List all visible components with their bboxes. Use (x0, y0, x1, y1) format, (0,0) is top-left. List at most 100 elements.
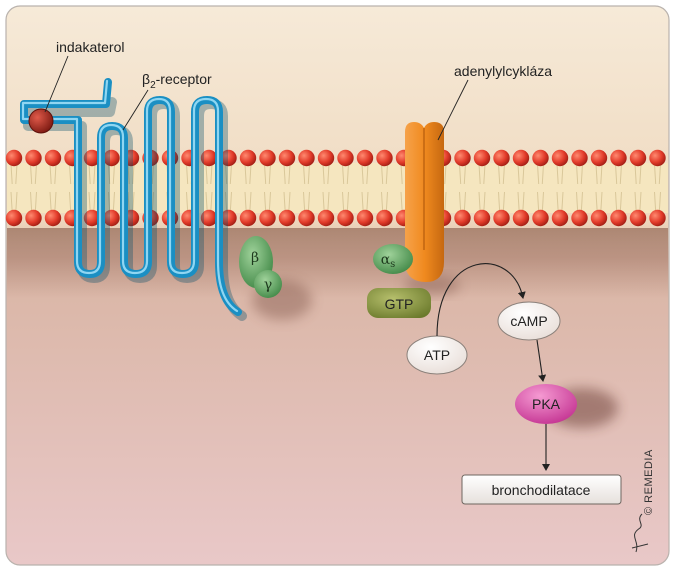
lipid-tail (10, 191, 13, 213)
outcome-box-shape (461, 474, 622, 505)
lipid-tail (483, 191, 486, 213)
lipid-head (473, 149, 491, 167)
lipid-tail (541, 191, 544, 213)
lipid-tail (444, 163, 447, 185)
pka-shape (515, 384, 577, 424)
lipid-head (649, 149, 666, 167)
lipid-tail (112, 163, 115, 185)
lipid-tail (151, 163, 154, 185)
lipid-head (83, 149, 101, 167)
lipid-head (220, 209, 237, 227)
lipid-tail (541, 163, 544, 185)
lipid-tail (54, 163, 57, 185)
camp-node: cAMP (497, 301, 561, 341)
lipid-tail (346, 191, 349, 213)
lipid-tail (288, 191, 291, 213)
camp-to-pka-arrow (536, 339, 547, 382)
gtp-label: GTP (385, 296, 414, 312)
lipid-tail (444, 191, 447, 213)
gtp-node: GTP (367, 288, 431, 318)
pka-label: PKA (532, 396, 561, 412)
lipid-tail (303, 191, 306, 213)
lipid-tail (537, 191, 540, 213)
lipid-tail (346, 163, 349, 185)
lipid-head (629, 149, 647, 167)
lipid-head (551, 209, 569, 227)
lipid-tail (517, 191, 520, 213)
lipid-tail (522, 191, 525, 213)
lipid-head (44, 209, 62, 227)
lipid-head (259, 209, 276, 227)
lipid-tail (186, 191, 189, 213)
lipid-tail (498, 163, 501, 185)
lipid-head (5, 209, 23, 227)
lipid-tail (342, 191, 345, 213)
lipid-tail (151, 191, 154, 213)
lipid-head (376, 209, 393, 227)
lipid-head (200, 149, 218, 167)
outcome-label: bronchodilatace (492, 482, 591, 498)
lipid-tail (361, 163, 364, 185)
lipid-tail (459, 191, 462, 213)
g-gamma-label: γ (264, 277, 272, 293)
lipid-tail (93, 191, 96, 213)
lipid-tail (366, 163, 369, 185)
lipid-tail (639, 163, 642, 185)
lipid-head (610, 209, 627, 227)
receptor-leader (122, 89, 149, 131)
bronchodilation-box: bronchodilatace (461, 474, 622, 505)
alpha-s-subscript: s (390, 259, 395, 270)
enzyme-label: adenylylcykláza (454, 63, 552, 79)
lipid-tail (483, 163, 486, 185)
lipid-tail (634, 191, 637, 213)
lipid-tail (132, 191, 135, 213)
lipid-tail (225, 163, 228, 185)
lipid-tail (307, 163, 310, 185)
lipid-tail (288, 163, 291, 185)
lipid-head (337, 209, 354, 227)
artist-signature (631, 513, 649, 553)
lipid-tail (225, 191, 228, 213)
lipid-tail (639, 191, 642, 213)
lipid-head (5, 149, 23, 167)
lipid-tail (580, 163, 583, 185)
lipid-head (278, 149, 296, 167)
lipid-tail (303, 163, 306, 185)
lipid-head (571, 209, 588, 227)
g-gamma-subunit (254, 270, 282, 298)
lipid-head (103, 209, 120, 227)
lipid-tail (580, 191, 583, 213)
alpha-s-label: α (381, 252, 391, 268)
receptor-highlight (21, 79, 239, 313)
lipid-tail (561, 163, 564, 185)
lipid-tail (478, 191, 481, 213)
lipid-tail (576, 191, 579, 213)
lipid-tail (322, 163, 325, 185)
lipid-head (239, 149, 257, 167)
lipid-head (590, 149, 608, 167)
lipid-tail (595, 191, 598, 213)
lipid-head (493, 209, 510, 227)
lipid-head (298, 209, 315, 227)
receptor-label-suffix: -receptor (156, 71, 212, 87)
lipid-tail (600, 163, 603, 185)
atp-label: ATP (424, 347, 450, 363)
lipid-tail (229, 163, 232, 185)
lipid-tail (307, 191, 310, 213)
lipid-tail (381, 163, 384, 185)
lipid-tail (463, 191, 466, 213)
lipid-tail (327, 163, 330, 185)
lipid-tail (108, 191, 111, 213)
lipid-tail (30, 191, 33, 213)
lipid-tail (69, 163, 72, 185)
lipid-head (25, 149, 42, 167)
lipid-tail (600, 191, 603, 213)
lipid-tail (537, 163, 540, 185)
lipid-tail (283, 163, 286, 185)
lipid-tail (522, 163, 525, 185)
lipid-tail (619, 163, 622, 185)
g-protein-beta-gamma: β γ (239, 236, 312, 320)
lipid-tail (658, 163, 661, 185)
lipid-tail (69, 191, 72, 213)
credit-text: © REMEDIA (643, 449, 655, 515)
